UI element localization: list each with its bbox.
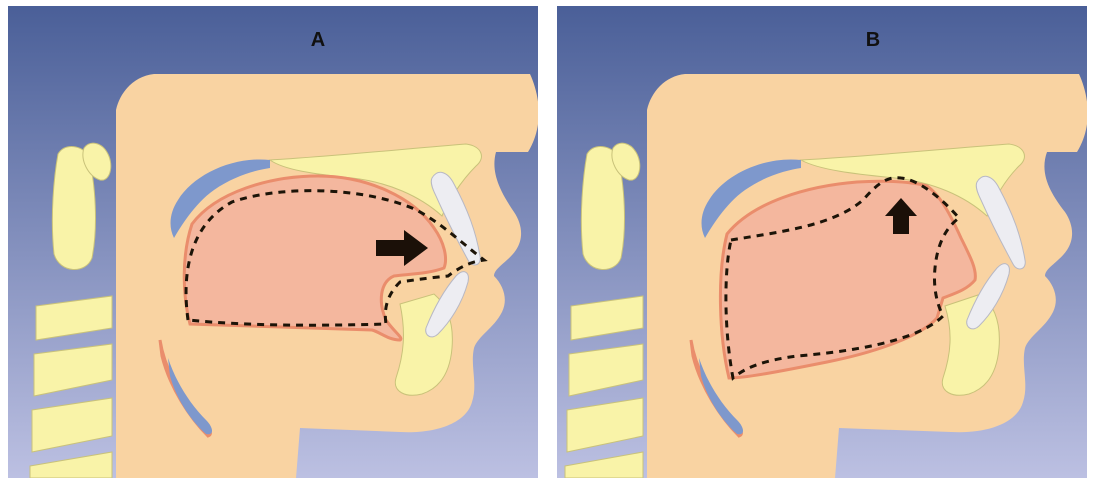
diagram-a: A — [8, 6, 538, 478]
panel-label: A — [311, 29, 325, 51]
panel-label: B — [866, 29, 880, 51]
panel-b: B — [557, 6, 1087, 478]
panel-a: A — [8, 6, 538, 478]
diagram-b: B — [557, 6, 1087, 478]
